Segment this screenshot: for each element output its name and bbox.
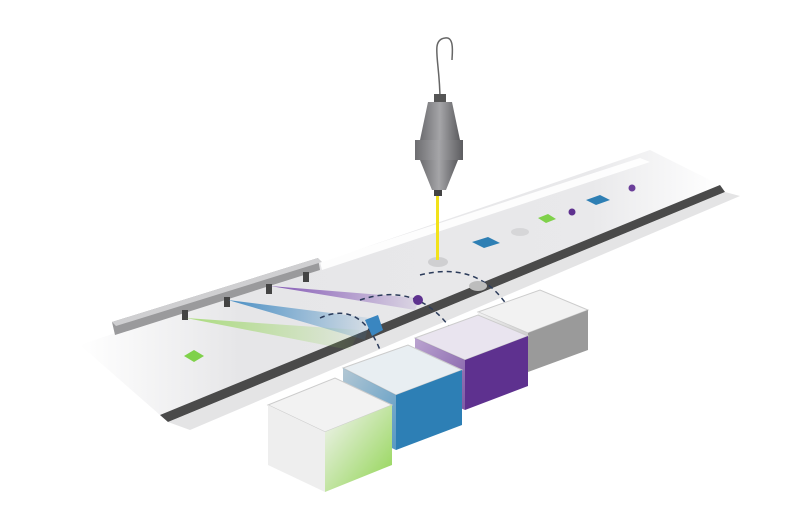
purple-air-jet	[270, 286, 420, 310]
gray-item	[511, 228, 529, 236]
blue-item	[472, 237, 500, 248]
purple-item	[413, 295, 423, 305]
gray-item	[469, 281, 487, 291]
green-item	[538, 214, 556, 223]
green-item	[184, 350, 204, 362]
green-bin	[266, 377, 394, 492]
air-nozzle	[266, 284, 272, 294]
green-air-jet	[186, 318, 360, 350]
belt-items	[184, 184, 636, 362]
scan-beam	[436, 196, 439, 260]
camera-sensor	[415, 37, 463, 260]
blue-item	[586, 195, 610, 205]
ejector-rail	[112, 258, 322, 335]
camera-cable	[435, 37, 454, 101]
conveyor-belt	[80, 150, 740, 430]
air-nozzle	[182, 310, 188, 320]
gray-item	[428, 257, 448, 267]
blue-item	[365, 315, 383, 336]
purple-item	[628, 184, 636, 192]
blue-air-jet	[228, 300, 370, 340]
purple-item	[568, 208, 576, 216]
air-nozzle	[224, 297, 230, 307]
air-nozzle	[303, 272, 309, 282]
belt-edge	[160, 185, 725, 422]
